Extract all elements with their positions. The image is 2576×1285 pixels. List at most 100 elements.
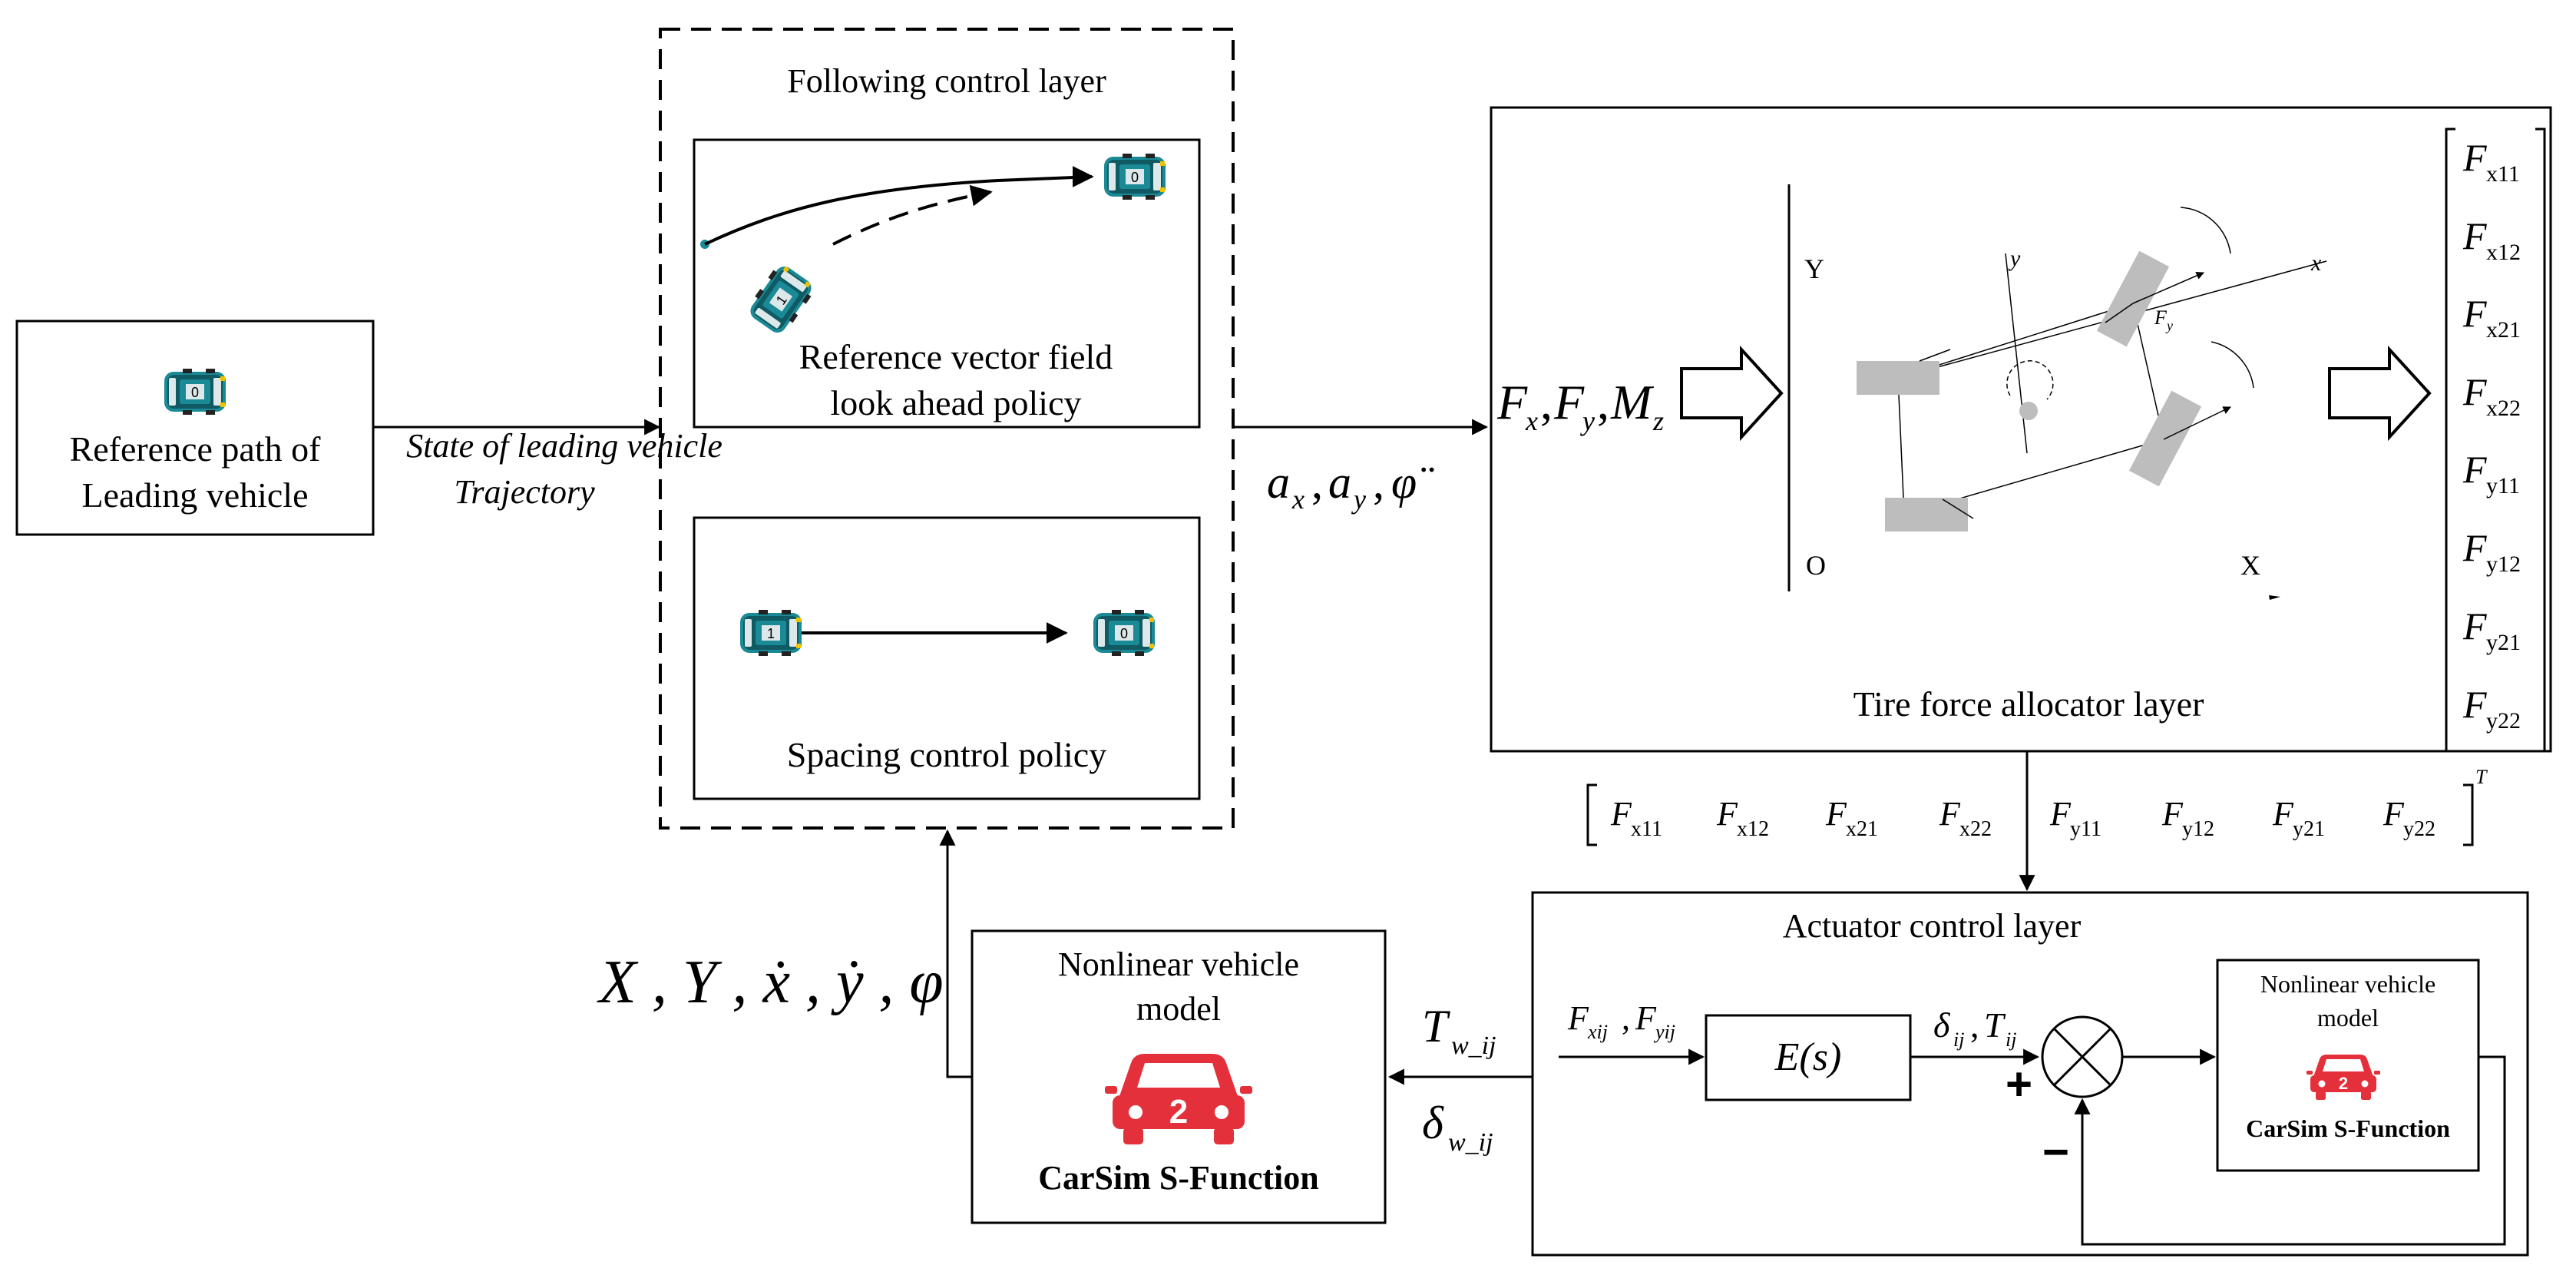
front-left-tire [2096, 250, 2170, 347]
svg-text:F: F [1610, 795, 1632, 833]
rear-right-tire [1885, 498, 1968, 532]
leader-box-label-line2: Leading vehicle [81, 475, 308, 515]
axis-y-label: y [2008, 246, 2021, 271]
tire-layer-title: Tire force allocator layer [1853, 684, 2204, 724]
vehicle-model-label-line1: Nonlinear vehicle [1058, 946, 1299, 983]
svg-text:y22: y22 [2403, 817, 2435, 841]
svg-text:a: a [1267, 457, 1290, 508]
following-control-layer [659, 28, 1235, 830]
svg-text:,: , [1373, 457, 1384, 508]
spacing-label: Spacing control policy [787, 735, 1106, 774]
look-ahead-dashed-arrow [832, 184, 993, 246]
svg-text:ij: ij [1953, 1028, 1964, 1051]
vector-field-label-line2: look ahead policy [830, 383, 1081, 422]
svg-text:y12: y12 [2182, 817, 2214, 841]
svg-text:,: , [1597, 375, 1609, 429]
svg-text:F: F [2462, 448, 2487, 491]
vector-field-label-line1: Reference vector field [799, 337, 1113, 376]
svg-text:F: F [1567, 999, 1589, 1037]
E-s-label: E(s) [1774, 1035, 1842, 1079]
svg-text:F: F [1553, 375, 1585, 429]
svg-text:F: F [1496, 375, 1528, 429]
svg-text:F: F [2462, 214, 2487, 257]
svg-text:x21: x21 [1846, 817, 1878, 841]
axis-x-label: x [2310, 250, 2322, 276]
svg-text:T: T [1984, 1005, 2006, 1045]
feedback-state-label: X , Y , ẋ , ẏ , φ [597, 949, 944, 1016]
trajectory-label: Trajectory [454, 473, 595, 511]
summing-junction [2041, 1015, 2124, 1098]
spacing-follower-car: 1 [740, 610, 802, 656]
carsim-s-function-label: CarSim S-Function [1038, 1159, 1318, 1197]
svg-text:F: F [1825, 795, 1847, 833]
svg-text:,: , [1970, 1005, 1979, 1045]
tire-output-hollow-arrow [2328, 345, 2432, 442]
svg-text:F: F [2462, 604, 2487, 647]
leader-car-number: 0 [191, 385, 199, 400]
actuator-output-label: T w_ij δ w_ij [1422, 1001, 1496, 1157]
vector-field-follower-car: 1 [744, 261, 818, 338]
svg-text:F: F [2462, 526, 2487, 569]
svg-text:x21: x21 [2486, 317, 2521, 343]
inner-carsim-label: CarSim S-Function [2246, 1114, 2450, 1142]
actuator-layer-title: Actuator control layer [1783, 907, 2082, 945]
vehicle-model-label-line2: model [1136, 990, 1221, 1028]
inner-feedback-loop [2074, 1055, 2506, 1246]
vector-field-leader-car: 0 [1104, 154, 1166, 200]
sp-leader-number: 0 [1120, 626, 1128, 641]
spacing-control-panel [693, 516, 1201, 800]
svg-text:y12: y12 [2486, 551, 2521, 577]
svg-text:w_ij: w_ij [1451, 1032, 1496, 1060]
axis-Y-label: Y [1804, 253, 1824, 284]
svg-text:y22: y22 [2486, 708, 2521, 734]
svg-text:w_ij: w_ij [1448, 1128, 1493, 1157]
svg-text:ij: ij [2006, 1028, 2016, 1051]
svg-text:y11: y11 [2070, 817, 2101, 841]
vehicle-dynamics-sketch: Y O X x y F y [1787, 184, 2327, 600]
row-vector-bracket-right [2463, 783, 2474, 846]
svg-text:F: F [2462, 370, 2487, 413]
tire-input-hollow-arrow [1680, 345, 1784, 442]
svg-text:,: , [1622, 999, 1630, 1037]
svg-text:x11: x11 [1631, 817, 1662, 841]
leader-car-icon: 0 [164, 369, 226, 415]
svg-text:F: F [2272, 795, 2294, 833]
sum-minus-sign: − [2042, 1126, 2069, 1177]
following-layer-title: Following control layer [787, 62, 1106, 100]
svg-text:F: F [1635, 999, 1657, 1037]
svg-text:y21: y21 [2486, 630, 2521, 655]
svg-text:F: F [2161, 795, 2184, 833]
svg-text:x: x [1291, 484, 1305, 515]
svg-text:x12: x12 [2486, 240, 2521, 265]
inner-carsim-car-icon: 2 [2306, 1055, 2380, 1100]
actuator-input-label: F xij , F yij [1567, 999, 1675, 1043]
yaw-rate-arc [2006, 360, 2054, 400]
svg-text:φ̈: φ̈ [1391, 457, 1434, 508]
axis-O-label: O [1806, 550, 1826, 581]
svg-text:F: F [2462, 136, 2487, 179]
svg-text:M: M [1610, 375, 1655, 429]
svg-text:x: x [1525, 406, 1538, 436]
svg-text:T: T [2475, 766, 2488, 788]
svg-text:y: y [1351, 484, 1366, 515]
vf-leader-number: 0 [1131, 170, 1139, 185]
cg-point [2019, 402, 2038, 420]
inner-plant-label-line2: model [2317, 1004, 2379, 1032]
leader-box-label-line1: Reference path of [70, 429, 322, 469]
svg-text:z: z [1652, 406, 1664, 436]
svg-text:x22: x22 [1959, 817, 1992, 841]
inner-plant-label-line1: Nonlinear vehicle [2260, 970, 2435, 998]
body-y-axis [2005, 253, 2028, 454]
svg-text:F: F [2049, 795, 2072, 833]
inner-vehicle-model-block [2216, 959, 2480, 1172]
svg-text:y11: y11 [2486, 473, 2520, 498]
svg-text:y21: y21 [2293, 817, 2325, 841]
force-F-sub: y [2165, 318, 2173, 333]
svg-text:δ: δ [1933, 1005, 1950, 1045]
delta-T-label: δ ij , T ij [1933, 1005, 2016, 1051]
state-feedback-arrow [939, 829, 972, 1078]
svg-text:F: F [2462, 292, 2487, 335]
svg-text:x12: x12 [1737, 817, 1769, 841]
